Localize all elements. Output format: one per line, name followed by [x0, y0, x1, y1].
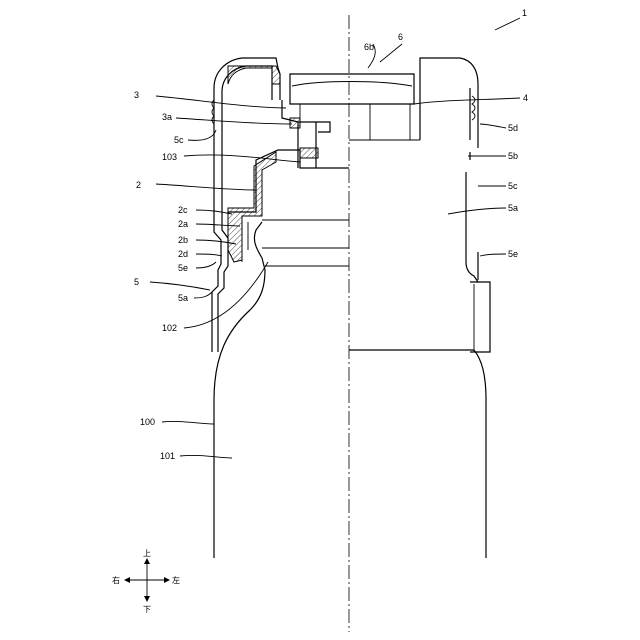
- leader-lines: [150, 18, 520, 458]
- push-button-curve: [292, 82, 412, 87]
- label-102: 102: [162, 323, 177, 333]
- bottle-right-profile: [474, 350, 486, 558]
- arrow-down-icon: [144, 596, 150, 602]
- label-5b: 5b: [508, 151, 518, 161]
- label-3: 3: [134, 90, 139, 100]
- compass-up-label: 上: [143, 549, 151, 558]
- label-3a: 3a: [162, 112, 172, 122]
- arrow-up-icon: [144, 558, 150, 564]
- compass-left-label: 右: [112, 575, 120, 585]
- valve-hatch: [290, 118, 300, 128]
- inner-cap-hatch: [228, 152, 276, 262]
- label-6b: 6b: [364, 42, 374, 52]
- label-5e-right: 5e: [508, 249, 518, 259]
- label-2b: 2b: [178, 235, 188, 245]
- label-101: 101: [160, 451, 175, 461]
- label-2d: 2d: [178, 249, 188, 259]
- label-2c: 2c: [178, 205, 188, 215]
- arrow-right-icon: [164, 577, 170, 583]
- label-103: 103: [162, 152, 177, 162]
- label-5: 5: [134, 277, 139, 287]
- label-1: 1: [522, 8, 527, 18]
- label-5e-left: 5e: [178, 263, 188, 273]
- label-4: 4: [523, 93, 528, 103]
- direction-compass: 上 下 右 左: [112, 549, 180, 614]
- right-wall-lower: [470, 252, 490, 352]
- compass-down-label: 下: [143, 605, 151, 614]
- arrow-left-icon: [124, 577, 130, 583]
- right-window: [466, 172, 478, 282]
- outer-cap-right: [420, 58, 478, 148]
- label-2: 2: [136, 180, 141, 190]
- label-5a-right: 5a: [508, 203, 518, 213]
- label-6: 6: [398, 32, 403, 42]
- label-2a: 2a: [178, 219, 188, 229]
- push-button: [290, 74, 414, 104]
- compass-right-label: 左: [172, 575, 180, 585]
- inner-cap-outline: [228, 150, 349, 212]
- outer-cap-top-hatch: [228, 66, 280, 84]
- label-100: 100: [140, 417, 155, 427]
- label-5c-right: 5c: [508, 181, 518, 191]
- label-5c-left: 5c: [174, 135, 184, 145]
- label-5a-left: 5a: [178, 293, 188, 303]
- valve-hatch-2: [300, 148, 318, 158]
- label-5d: 5d: [508, 123, 518, 133]
- bottle-left-profile: [214, 222, 265, 558]
